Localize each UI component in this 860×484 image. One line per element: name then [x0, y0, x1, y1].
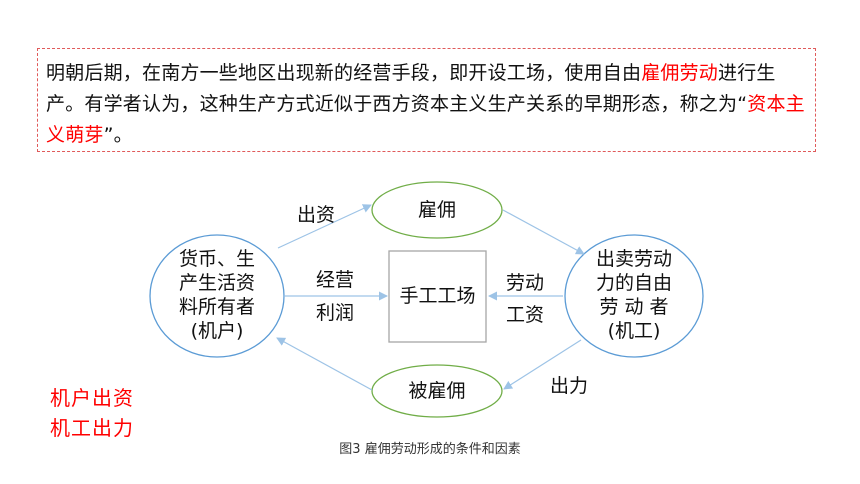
arrow-hire-to-worker	[502, 209, 585, 255]
label-profit-1: 经营	[316, 269, 355, 291]
intro-text-1: 明朝后期，在南方一些地区出现新的经营手段，即开设工场，使用自由	[46, 62, 642, 84]
node-top-ellipse	[371, 181, 503, 239]
side-note-line1: 机户出资	[50, 386, 134, 410]
node-bottom-ellipse	[371, 364, 503, 418]
node-bottom-label: 被雇佣	[408, 380, 466, 402]
label-wage-1: 劳动	[506, 272, 545, 294]
node-top-label: 雇佣	[417, 199, 456, 221]
label-wage-2: 工资	[506, 304, 545, 326]
side-note: 机户出资 机工出力	[50, 383, 134, 443]
intro-highlight-capitalism-sprout: 资本主义萌芽	[46, 93, 805, 146]
label-labor: 出力	[550, 375, 589, 397]
node-left-ellipse	[149, 234, 285, 358]
node-right-label: 出卖劳动 力的自由 劳 动 者 (机工)	[595, 248, 672, 342]
intro-highlight-hired-labor: 雇佣劳动	[641, 62, 719, 84]
label-profit-2: 利润	[316, 302, 355, 324]
node-center-box	[388, 250, 487, 343]
node-right-ellipse	[564, 234, 704, 358]
intro-text-box: 明朝后期，在南方一些地区出现新的经营手段，即开设工场，使用自由雇佣劳动进行生产。…	[37, 48, 816, 152]
arrow-labor	[503, 339, 582, 390]
node-center-label: 手工工场	[399, 285, 476, 307]
figure-caption: 图3 雇佣劳动形成的条件和因素	[339, 442, 521, 457]
side-note-line2: 机工出力	[50, 416, 134, 440]
intro-text-2: 进行生产。有学者认为，这种生产方式近似于西方资本主义生产关系的早期形态，称之为“	[46, 62, 776, 115]
label-invest: 出资	[297, 204, 336, 226]
node-left-label: 货币、生 产生活资 料所有者 (机户)	[178, 248, 255, 342]
arrow-invest	[277, 204, 372, 249]
intro-text-3: ”。	[103, 124, 133, 146]
arrow-employed-to-owner	[276, 337, 373, 391]
